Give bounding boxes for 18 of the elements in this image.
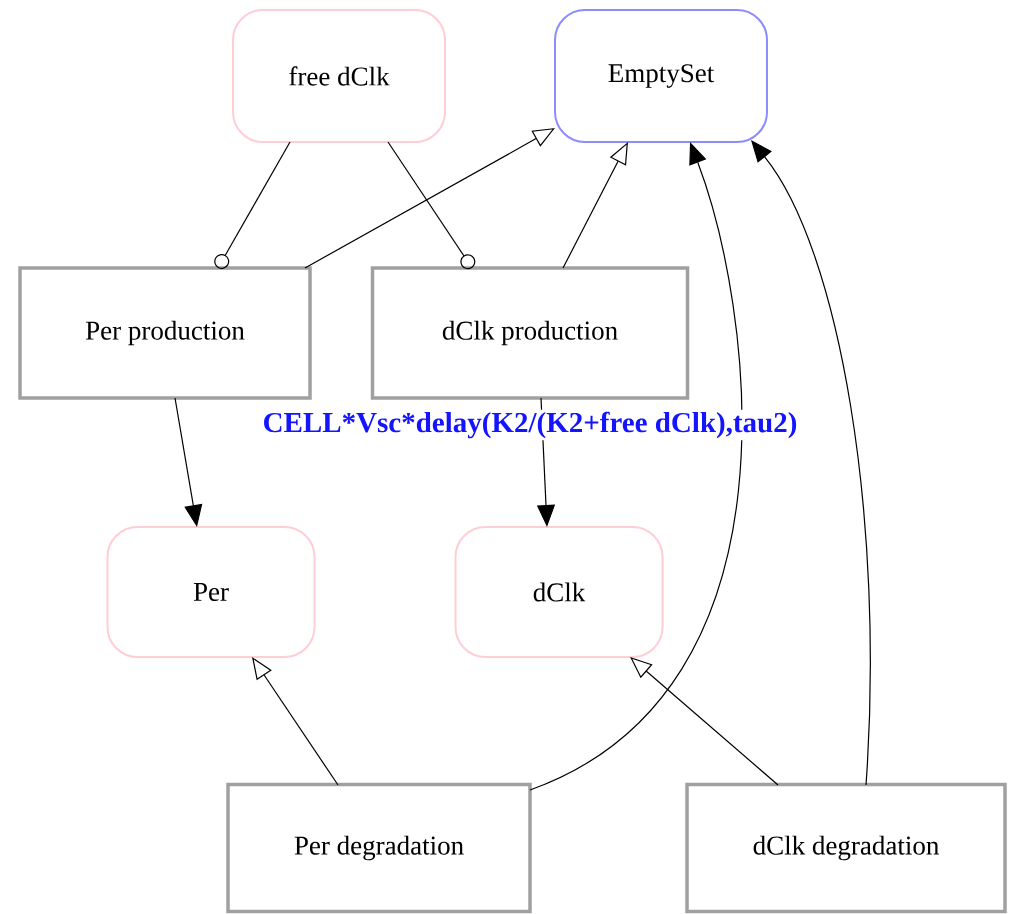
reaction-box: dClk production	[370, 266, 690, 400]
rate-law-label: CELL*Vsc*delay(K2/(K2+free dClk),tau2)	[260, 409, 800, 441]
arrow	[630, 657, 779, 786]
sink-box: EmptySet	[554, 9, 768, 143]
reaction-box: Per degradation	[226, 782, 532, 914]
arrow	[174, 397, 203, 527]
species-box: dClk	[454, 526, 664, 658]
arrow	[214, 141, 291, 269]
reaction-box: Per production	[18, 266, 312, 400]
arrow	[751, 140, 871, 786]
arrow	[562, 142, 628, 269]
arrow	[252, 657, 339, 786]
arrow	[529, 142, 743, 791]
species-box: free dClk	[232, 9, 446, 143]
reaction-box: dClk degradation	[685, 782, 1007, 914]
species-box: Per	[106, 526, 316, 658]
arrow	[304, 128, 555, 269]
arrow	[387, 141, 476, 270]
